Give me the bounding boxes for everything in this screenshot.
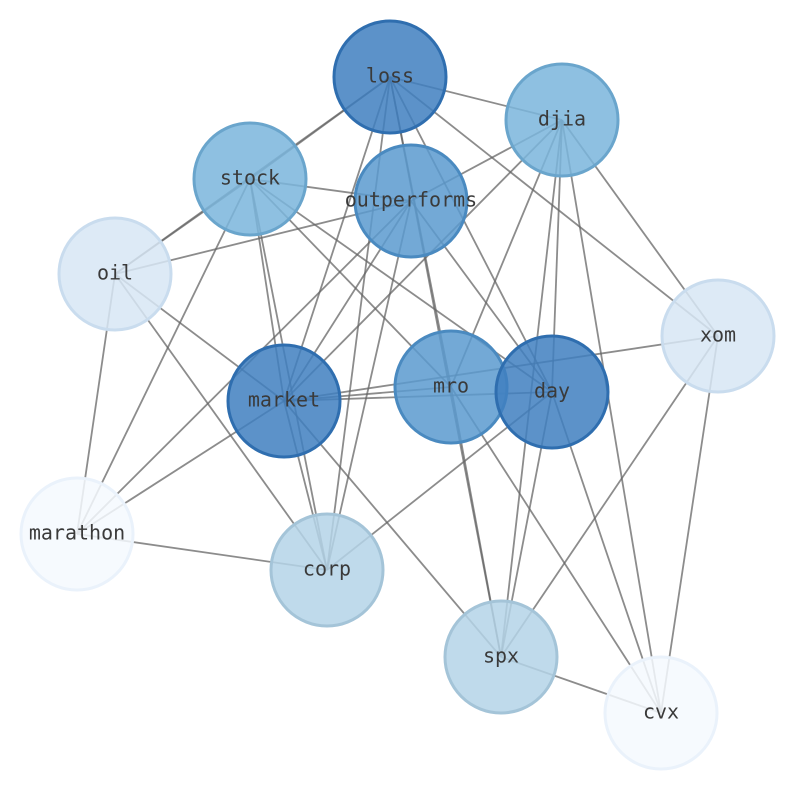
node-circle-djia bbox=[504, 62, 620, 178]
node-label-xom: xom bbox=[700, 323, 736, 347]
node-mro: mro bbox=[393, 329, 509, 445]
edge-outperforms-corp bbox=[326, 200, 412, 571]
node-circle-outperforms bbox=[353, 143, 469, 259]
edge-oil-corp bbox=[114, 273, 328, 571]
node-label-djia: djia bbox=[538, 107, 586, 131]
node-label-mro: mro bbox=[433, 374, 469, 398]
node-market: market bbox=[226, 343, 342, 459]
edge-mro-cvx bbox=[450, 386, 662, 714]
node-circle-day bbox=[494, 334, 610, 450]
node-circle-xom bbox=[660, 278, 776, 394]
node-label-corp: corp bbox=[303, 557, 351, 581]
node-circle-loss bbox=[332, 19, 448, 135]
node-spx: spx bbox=[443, 599, 559, 715]
node-label-market: market bbox=[248, 388, 320, 412]
node-label-stock: stock bbox=[220, 166, 280, 190]
node-circle-stock bbox=[192, 121, 308, 237]
edge-loss-day bbox=[389, 76, 553, 393]
edge-stock-marathon bbox=[76, 178, 251, 535]
node-circle-market bbox=[226, 343, 342, 459]
node-circle-oil bbox=[57, 216, 173, 332]
node-circle-corp bbox=[269, 512, 385, 628]
nodes-layer: loss djia stock outperforms oil xom mro day mark… bbox=[19, 19, 776, 771]
node-label-marathon: marathon bbox=[29, 521, 125, 545]
edge-xom-spx bbox=[500, 335, 719, 658]
edge-xom-cvx bbox=[660, 335, 719, 714]
node-outperforms: outperforms bbox=[345, 143, 477, 259]
node-oil: oil bbox=[57, 216, 173, 332]
node-stock: stock bbox=[192, 121, 308, 237]
node-marathon: marathon bbox=[19, 476, 135, 592]
edge-stock-day bbox=[249, 178, 553, 393]
node-djia: djia bbox=[504, 62, 620, 178]
node-corp: corp bbox=[269, 512, 385, 628]
node-circle-cvx bbox=[603, 655, 719, 771]
node-label-spx: spx bbox=[483, 644, 519, 668]
node-label-day: day bbox=[534, 379, 570, 403]
node-label-loss: loss bbox=[366, 64, 414, 88]
node-label-outperforms: outperforms bbox=[345, 188, 477, 212]
node-label-oil: oil bbox=[97, 261, 133, 285]
edge-loss-corp bbox=[326, 76, 391, 571]
node-day: day bbox=[494, 334, 610, 450]
node-cvx: cvx bbox=[603, 655, 719, 771]
edge-loss-xom bbox=[389, 76, 719, 337]
edge-djia-cvx bbox=[561, 119, 662, 714]
edge-djia-market bbox=[283, 119, 563, 402]
node-circle-marathon bbox=[19, 476, 135, 592]
node-circle-spx bbox=[443, 599, 559, 715]
node-xom: xom bbox=[660, 278, 776, 394]
node-label-cvx: cvx bbox=[643, 700, 679, 724]
node-loss: loss bbox=[332, 19, 448, 135]
